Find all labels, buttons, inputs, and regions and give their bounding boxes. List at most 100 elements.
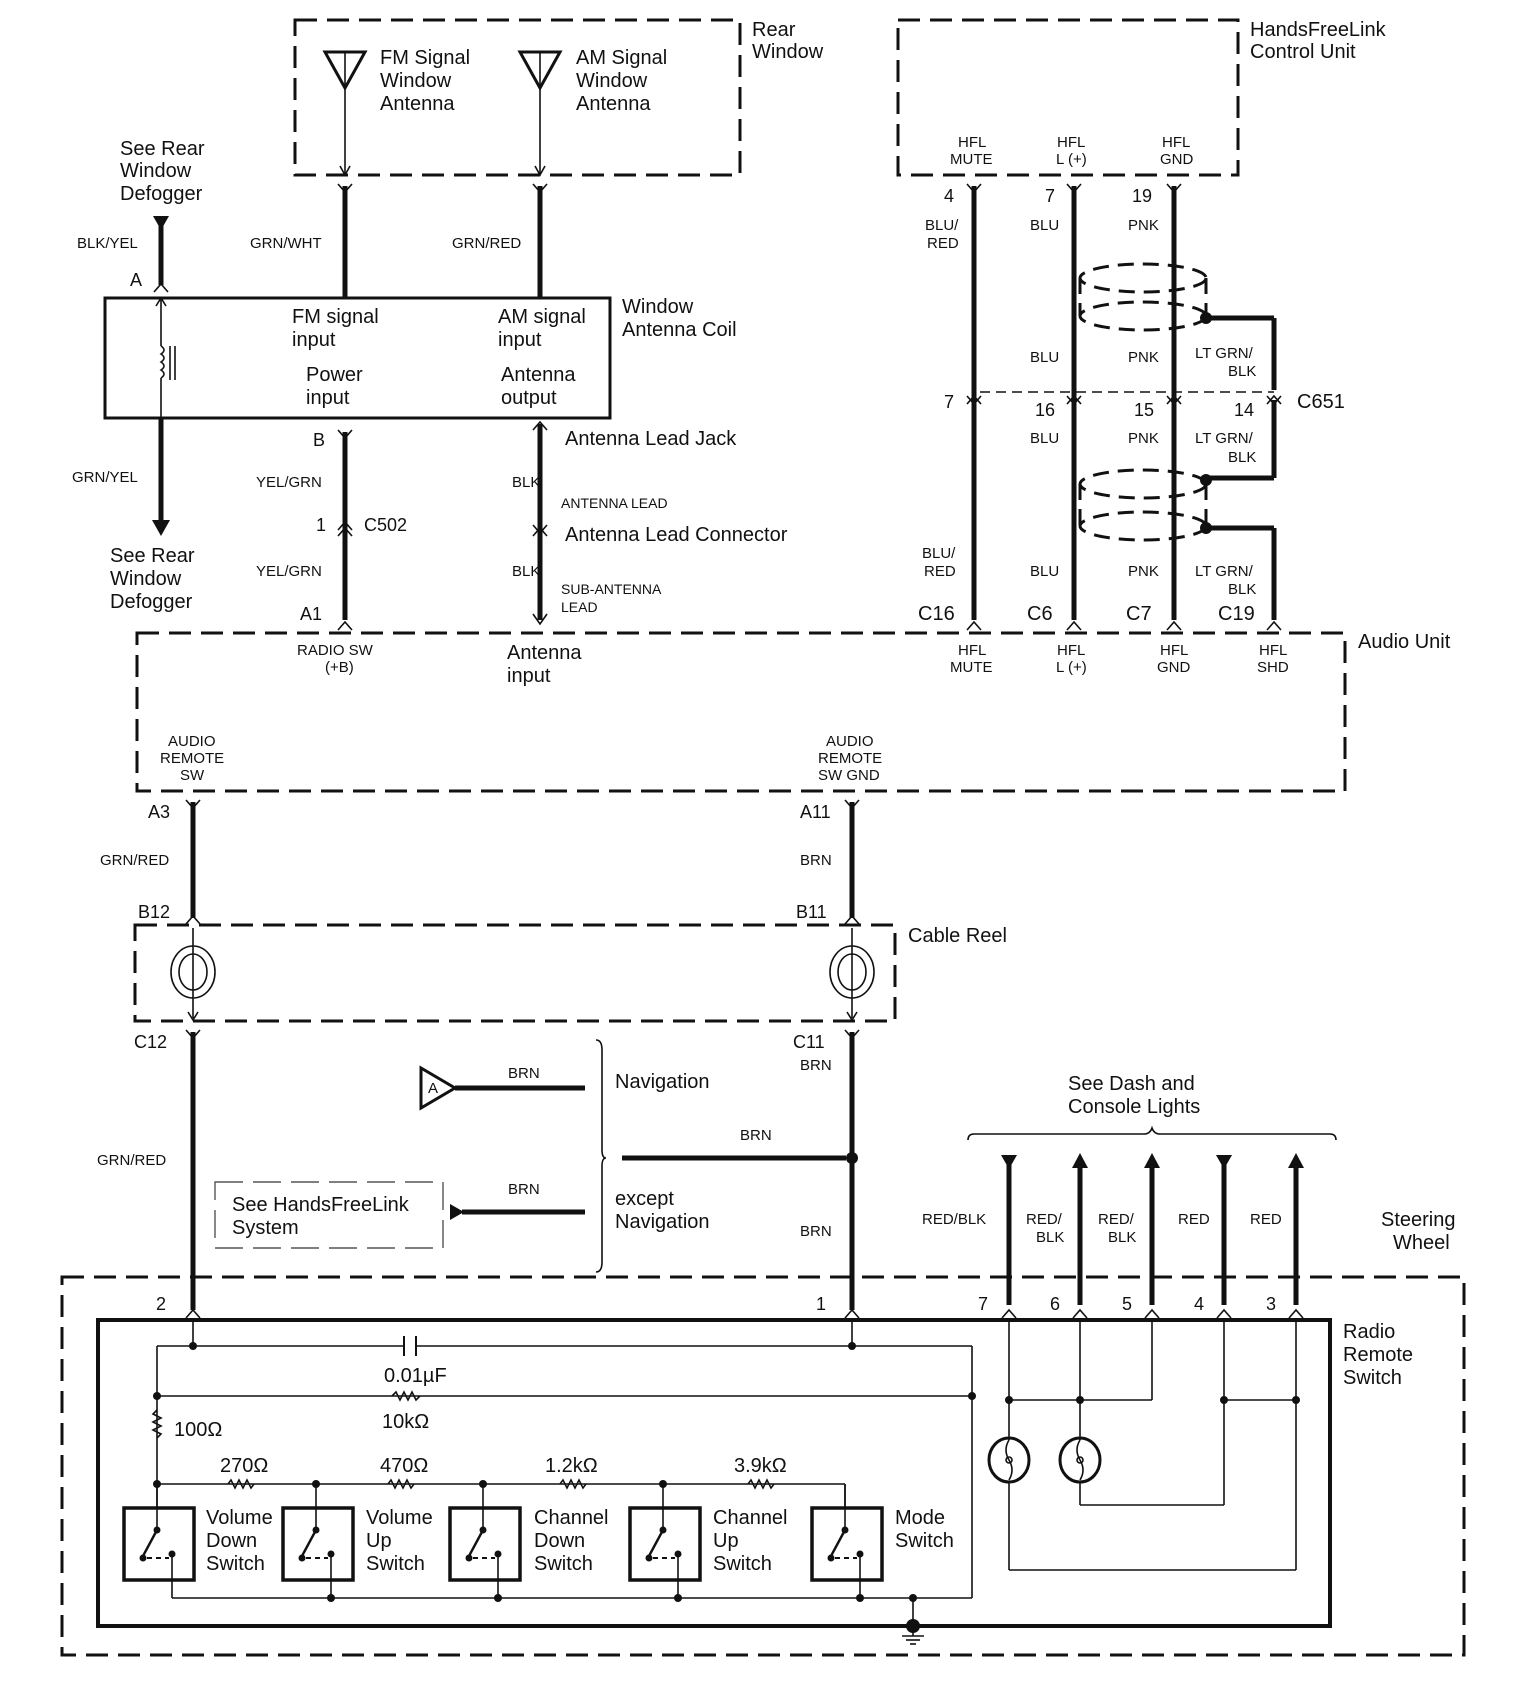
dash-lights-text-2: Console Lights bbox=[1068, 1096, 1200, 1118]
hfl-pin-7: 7 bbox=[1045, 186, 1055, 206]
rrs-pin-1: 1 bbox=[816, 1294, 826, 1314]
antenna-lead-wire-upper: BLK bbox=[512, 474, 540, 491]
remote-sw-wire: A3 GRN/RED B12 bbox=[100, 799, 201, 925]
switch-label: Switch bbox=[713, 1553, 772, 1575]
power-wire-color-lower: YEL/GRN bbox=[256, 563, 322, 580]
except-nav-label-1: except bbox=[615, 1188, 674, 1210]
am-signal-wire: GRN/RED bbox=[452, 183, 548, 298]
radio-sw-label-1: RADIO SW bbox=[297, 642, 374, 659]
remote-gnd-wire-color: BRN bbox=[800, 852, 832, 869]
drain-upper-1: LT GRN/ bbox=[1195, 345, 1254, 362]
remote-gnd-wire: A11 BRN B11 bbox=[796, 799, 860, 925]
fm-wire-color: GRN/WHT bbox=[250, 235, 322, 252]
hfl-gnd-label-1: HFL bbox=[1162, 134, 1190, 151]
illumination-circuit bbox=[987, 1322, 1300, 1571]
dash-lights-text-1: See Dash and bbox=[1068, 1073, 1195, 1095]
antenna-coil-title-1: Window bbox=[622, 296, 694, 318]
hfl-control-unit-box bbox=[896, 18, 1240, 177]
am-input-label-2: input bbox=[498, 329, 542, 351]
defogger-bottom-text-3: Defogger bbox=[110, 591, 193, 613]
reel-pin-c11: C11 bbox=[793, 1032, 825, 1052]
ground-icon bbox=[902, 1626, 924, 1645]
antenna-lead-wire-lower: BLK bbox=[512, 563, 540, 580]
remote-sw-label-3: SW bbox=[180, 767, 205, 784]
rear-window-title-2: Window bbox=[752, 41, 824, 63]
switch-label: Volume bbox=[366, 1507, 433, 1529]
resistor-icon bbox=[559, 1478, 587, 1490]
audio-hfl-gnd-1: HFL bbox=[1160, 642, 1188, 659]
antenna-lead-connector-label: Antenna Lead Connector bbox=[565, 524, 788, 546]
am-antenna-label-3: Antenna bbox=[576, 93, 651, 115]
remote-gnd-label-2: REMOTE bbox=[818, 750, 882, 767]
shield-upper-blu: BLU bbox=[1030, 349, 1059, 366]
shield-upper-pnk: PNK bbox=[1128, 349, 1159, 366]
antenna-coil-box bbox=[103, 296, 612, 420]
bulb-icon bbox=[987, 1436, 1031, 1484]
c502-label: C502 bbox=[364, 515, 407, 535]
antenna-output-label-1: Antenna bbox=[501, 364, 576, 386]
resistor-470-value: 470Ω bbox=[380, 1455, 428, 1477]
am-antenna-label-1: AM Signal bbox=[576, 47, 667, 69]
switch-label: Switch bbox=[366, 1553, 425, 1575]
am-input-label-1: AM signal bbox=[498, 306, 586, 328]
switch-label: Up bbox=[366, 1530, 392, 1552]
connector-ref-a-label: A bbox=[428, 1080, 438, 1097]
fm-antenna-icon bbox=[322, 50, 368, 177]
audio-pin-c16: C16 bbox=[918, 603, 955, 625]
steering-wheel-title-1: Steering bbox=[1381, 1209, 1456, 1231]
audio-hfl-gnd-2: GND bbox=[1157, 659, 1191, 676]
drain-lower-2: BLK bbox=[1228, 581, 1256, 598]
audio-hfl-shd-2: SHD bbox=[1257, 659, 1289, 676]
antenna-output-label-2: output bbox=[501, 387, 557, 409]
remote-sw-label-1: AUDIO bbox=[168, 733, 216, 750]
switch-box bbox=[448, 1506, 522, 1582]
hfl-pin-4: 4 bbox=[944, 186, 954, 206]
dash-lights-reference[interactable]: See Dash and Console Lights bbox=[967, 1073, 1337, 1141]
switch-label: Switch bbox=[206, 1553, 265, 1575]
shield-mid-pnk: PNK bbox=[1128, 430, 1159, 447]
rrs-title-1: Radio bbox=[1343, 1321, 1395, 1343]
fm-antenna-label-3: Antenna bbox=[380, 93, 455, 115]
switch-contact-icon bbox=[139, 1484, 176, 1598]
remote-sw-wire-color: GRN/RED bbox=[100, 852, 169, 869]
resistor-270-value: 270Ω bbox=[220, 1455, 268, 1477]
steering-right-wire-color: BRN bbox=[800, 1223, 832, 1240]
bracket-icon bbox=[595, 1039, 607, 1273]
audio-pin-a3: A3 bbox=[148, 802, 170, 822]
shield-lower-blu-red-1: BLU/ bbox=[922, 545, 956, 562]
coil-terminal-b: B bbox=[313, 430, 325, 450]
shield-lower-blu-red-2: RED bbox=[924, 563, 956, 580]
hfl-gnd-label-2: GND bbox=[1160, 151, 1194, 168]
switch-contact-icon bbox=[465, 1484, 502, 1602]
defogger-top-text-1: See Rear bbox=[120, 138, 205, 160]
defogger-bottom-text-2: Window bbox=[110, 568, 182, 590]
antenna-lead-wire: Antenna Lead Jack BLK ANTENNA LEAD Anten… bbox=[512, 420, 788, 626]
cable-reel-title: Cable Reel bbox=[908, 925, 1007, 947]
radio-sw-label-2: (+B) bbox=[325, 659, 354, 676]
switch-label: Channel bbox=[713, 1507, 788, 1529]
power-input-label-2: input bbox=[306, 387, 350, 409]
audio-pin-c6: C6 bbox=[1027, 603, 1053, 625]
defogger-top-wire-color: BLK/YEL bbox=[77, 235, 138, 252]
arrow-up-icon bbox=[1288, 1153, 1304, 1168]
except-nav-label-2: Navigation bbox=[615, 1211, 710, 1233]
arrow-down-icon bbox=[532, 613, 548, 626]
reel-pin-b11: B11 bbox=[796, 902, 827, 922]
hfl-system-ref-1[interactable]: See HandsFreeLink bbox=[232, 1194, 410, 1216]
fm-antenna-label-2: Window bbox=[380, 70, 452, 92]
cable-reel-box bbox=[133, 923, 897, 1023]
hfl-system-ref-box[interactable] bbox=[214, 1181, 444, 1249]
rrs-pin-5: 5 bbox=[1122, 1294, 1132, 1314]
capacitor-value: 0.01µF bbox=[384, 1365, 447, 1387]
switch-label: Down bbox=[206, 1530, 257, 1552]
rrs-pin-7: 7 bbox=[978, 1294, 988, 1314]
hfl-mute-label-2: MUTE bbox=[950, 151, 993, 168]
steering-wheel-box bbox=[60, 1275, 1466, 1657]
resistor-3-9k-value: 3.9kΩ bbox=[734, 1455, 787, 1477]
hfl-l-label-1: HFL bbox=[1057, 134, 1085, 151]
